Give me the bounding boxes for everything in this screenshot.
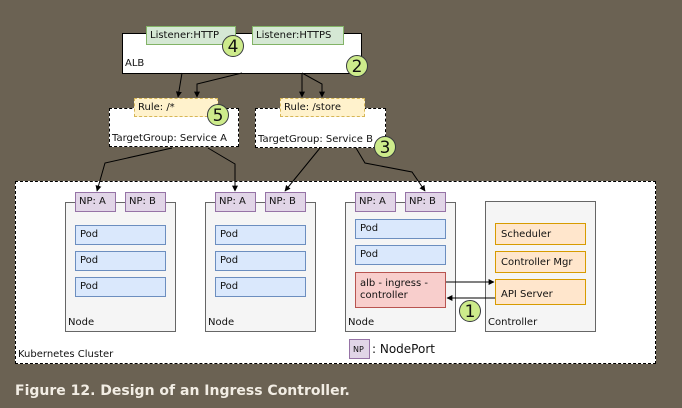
alb-label: ALB	[125, 58, 145, 69]
step-badge-3: 3	[374, 136, 396, 158]
pod: Pod	[355, 219, 446, 239]
step-badge-4: 4	[222, 35, 244, 57]
figure-caption: Figure 12. Design of an Ingress Controll…	[15, 383, 350, 399]
pod: Pod	[215, 251, 306, 271]
listener-https: Listener:HTTPS	[252, 26, 344, 45]
pod: Pod	[75, 225, 166, 245]
rule-store: Rule: /store	[280, 98, 365, 117]
nodeport-a: NP: A	[75, 192, 116, 212]
step-badge-1: 1	[459, 300, 481, 322]
pod: Pod	[355, 245, 446, 265]
pod: Pod	[215, 277, 306, 297]
arrow-alb-to-tg-a-2	[194, 72, 243, 98]
legend-nodeport-swatch: NP	[349, 339, 370, 359]
scheduler: Scheduler	[495, 223, 586, 245]
pod: Pod	[75, 251, 166, 271]
step-badge-2: 2	[346, 55, 368, 77]
node-label: Node	[208, 317, 235, 328]
legend-nodeport-text: : NodePort	[372, 342, 435, 356]
arrow-tg-b-to-node2	[284, 147, 321, 192]
controller-manager: Controller Mgr	[495, 251, 586, 273]
node-label: Node	[348, 317, 375, 328]
nodeport-b: NP: B	[265, 192, 306, 212]
arrow-tg-a-to-node1	[95, 147, 173, 192]
nodeport-b: NP: B	[125, 192, 166, 212]
api-server: API Server	[495, 279, 586, 305]
target-group-b-label: TargetGroup: Service B	[258, 134, 373, 145]
arrow-alb-to-tg-a-1	[175, 72, 183, 98]
nodeport-a: NP: A	[355, 192, 396, 212]
step-badge-5: 5	[207, 104, 229, 126]
node-label: Node	[68, 317, 95, 328]
nodeport-a: NP: A	[215, 192, 256, 212]
pod: Pod	[215, 225, 306, 245]
pod: Pod	[75, 277, 166, 297]
nodeport-b: NP: B	[405, 192, 446, 212]
alb-ingress-controller: alb - ingress - controller	[355, 272, 446, 308]
arrow-alb-to-tg-b-2	[301, 72, 325, 98]
arrow-tg-a-to-node2	[207, 147, 238, 192]
cluster-label: Kubernetes Cluster	[18, 349, 114, 360]
target-group-a-label: TargetGroup: Service A	[112, 133, 227, 144]
arrow-tg-b-to-node3	[355, 147, 426, 192]
controller-label: Controller	[488, 317, 538, 328]
